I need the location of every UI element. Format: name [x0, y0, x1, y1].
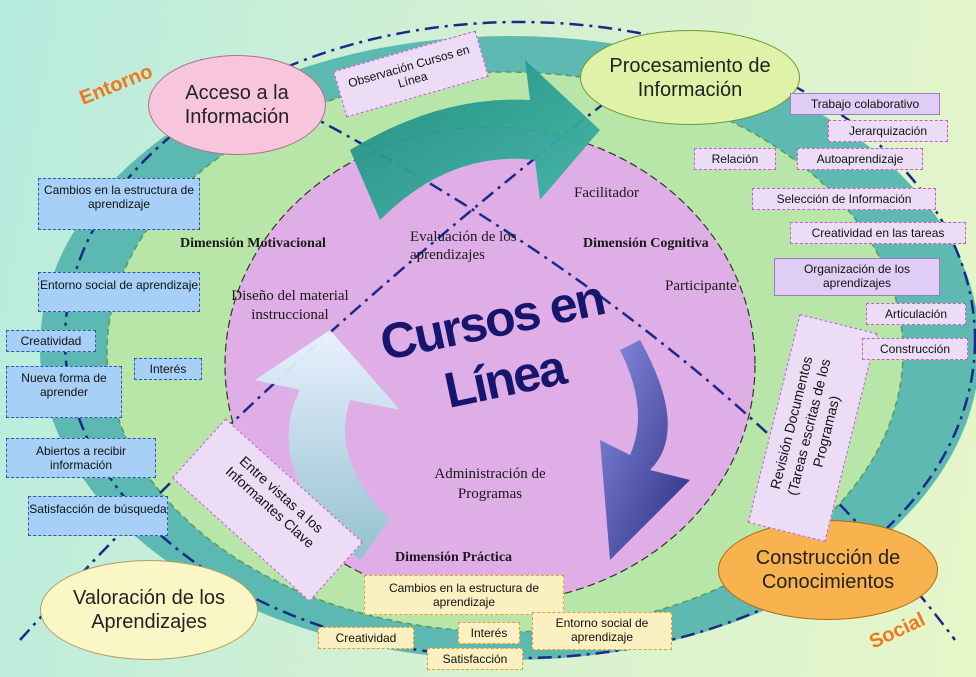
bottom-tag: Interés [458, 622, 520, 644]
construccion-bubble: Construcción de Conocimientos [718, 520, 938, 620]
left-tag: Nueva forma de aprender [6, 366, 122, 418]
arrow-top [350, 60, 600, 220]
evaluacion-text: Evaluación de los aprendizajes [410, 229, 517, 263]
dimension-motivacional: Dimensión Motivacional [180, 236, 326, 251]
right-tag: Jerarquización [828, 120, 948, 142]
arrow-right [600, 340, 690, 560]
dimension-practica: Dimensión Práctica [395, 550, 513, 565]
right-tag: Trabajo colaborativo [790, 93, 940, 115]
dimension-cognitiva: Dimensión Cognitiva [583, 236, 709, 251]
left-tag: Entorno social de aprendizaje [38, 272, 200, 312]
left-tag: Abiertos a recibir información [6, 438, 156, 478]
right-tag: Autoaprendizaje [797, 148, 923, 170]
valoracion-bubble: Valoración de los Aprendizajes [40, 560, 258, 660]
right-tag: Creatividad en las tareas [790, 222, 966, 244]
left-tag: Interés [134, 358, 202, 380]
bottom-tag: Creatividad [318, 627, 414, 649]
bottom-tag: Cambios en la estructura de aprendizaje [364, 575, 564, 615]
left-tag: Cambios en la estructura de aprendizaje [38, 178, 200, 230]
dashdot-diagonal-2 [199, 58, 956, 641]
acceso-bubble: Acceso a la Información [148, 55, 326, 155]
right-tag: Construcción [862, 338, 968, 360]
procesamiento-bubble: Procesamiento de Información [580, 30, 800, 125]
construccion-text: Construcción de Conocimientos [755, 547, 901, 593]
valoracion-text: Valoración de los Aprendizajes [73, 587, 225, 633]
bottom-tag: Entorno social de aprendizaje [532, 612, 672, 650]
arrow-left [255, 330, 400, 560]
acceso-text: Acceso a la Información [184, 82, 290, 128]
facilitador-text: Facilitador [574, 185, 639, 201]
procesamiento-text: Procesamiento de Información [609, 54, 771, 101]
participante-text: Participante [665, 278, 737, 294]
left-tag: Satisfacción de búsqueda [28, 496, 168, 536]
bottom-tag: Satisfacción [427, 648, 523, 670]
right-tag: Relación [694, 148, 776, 170]
diseno-text: Diseño del material instruccional [231, 288, 349, 323]
right-tag: Selección de Información [752, 188, 936, 210]
right-tag: Organización de los aprendizajes [774, 258, 940, 296]
administracion-text: Administración de Programas [434, 466, 546, 502]
right-tag: Articulación [866, 303, 966, 325]
left-tag: Creatividad [6, 330, 96, 352]
